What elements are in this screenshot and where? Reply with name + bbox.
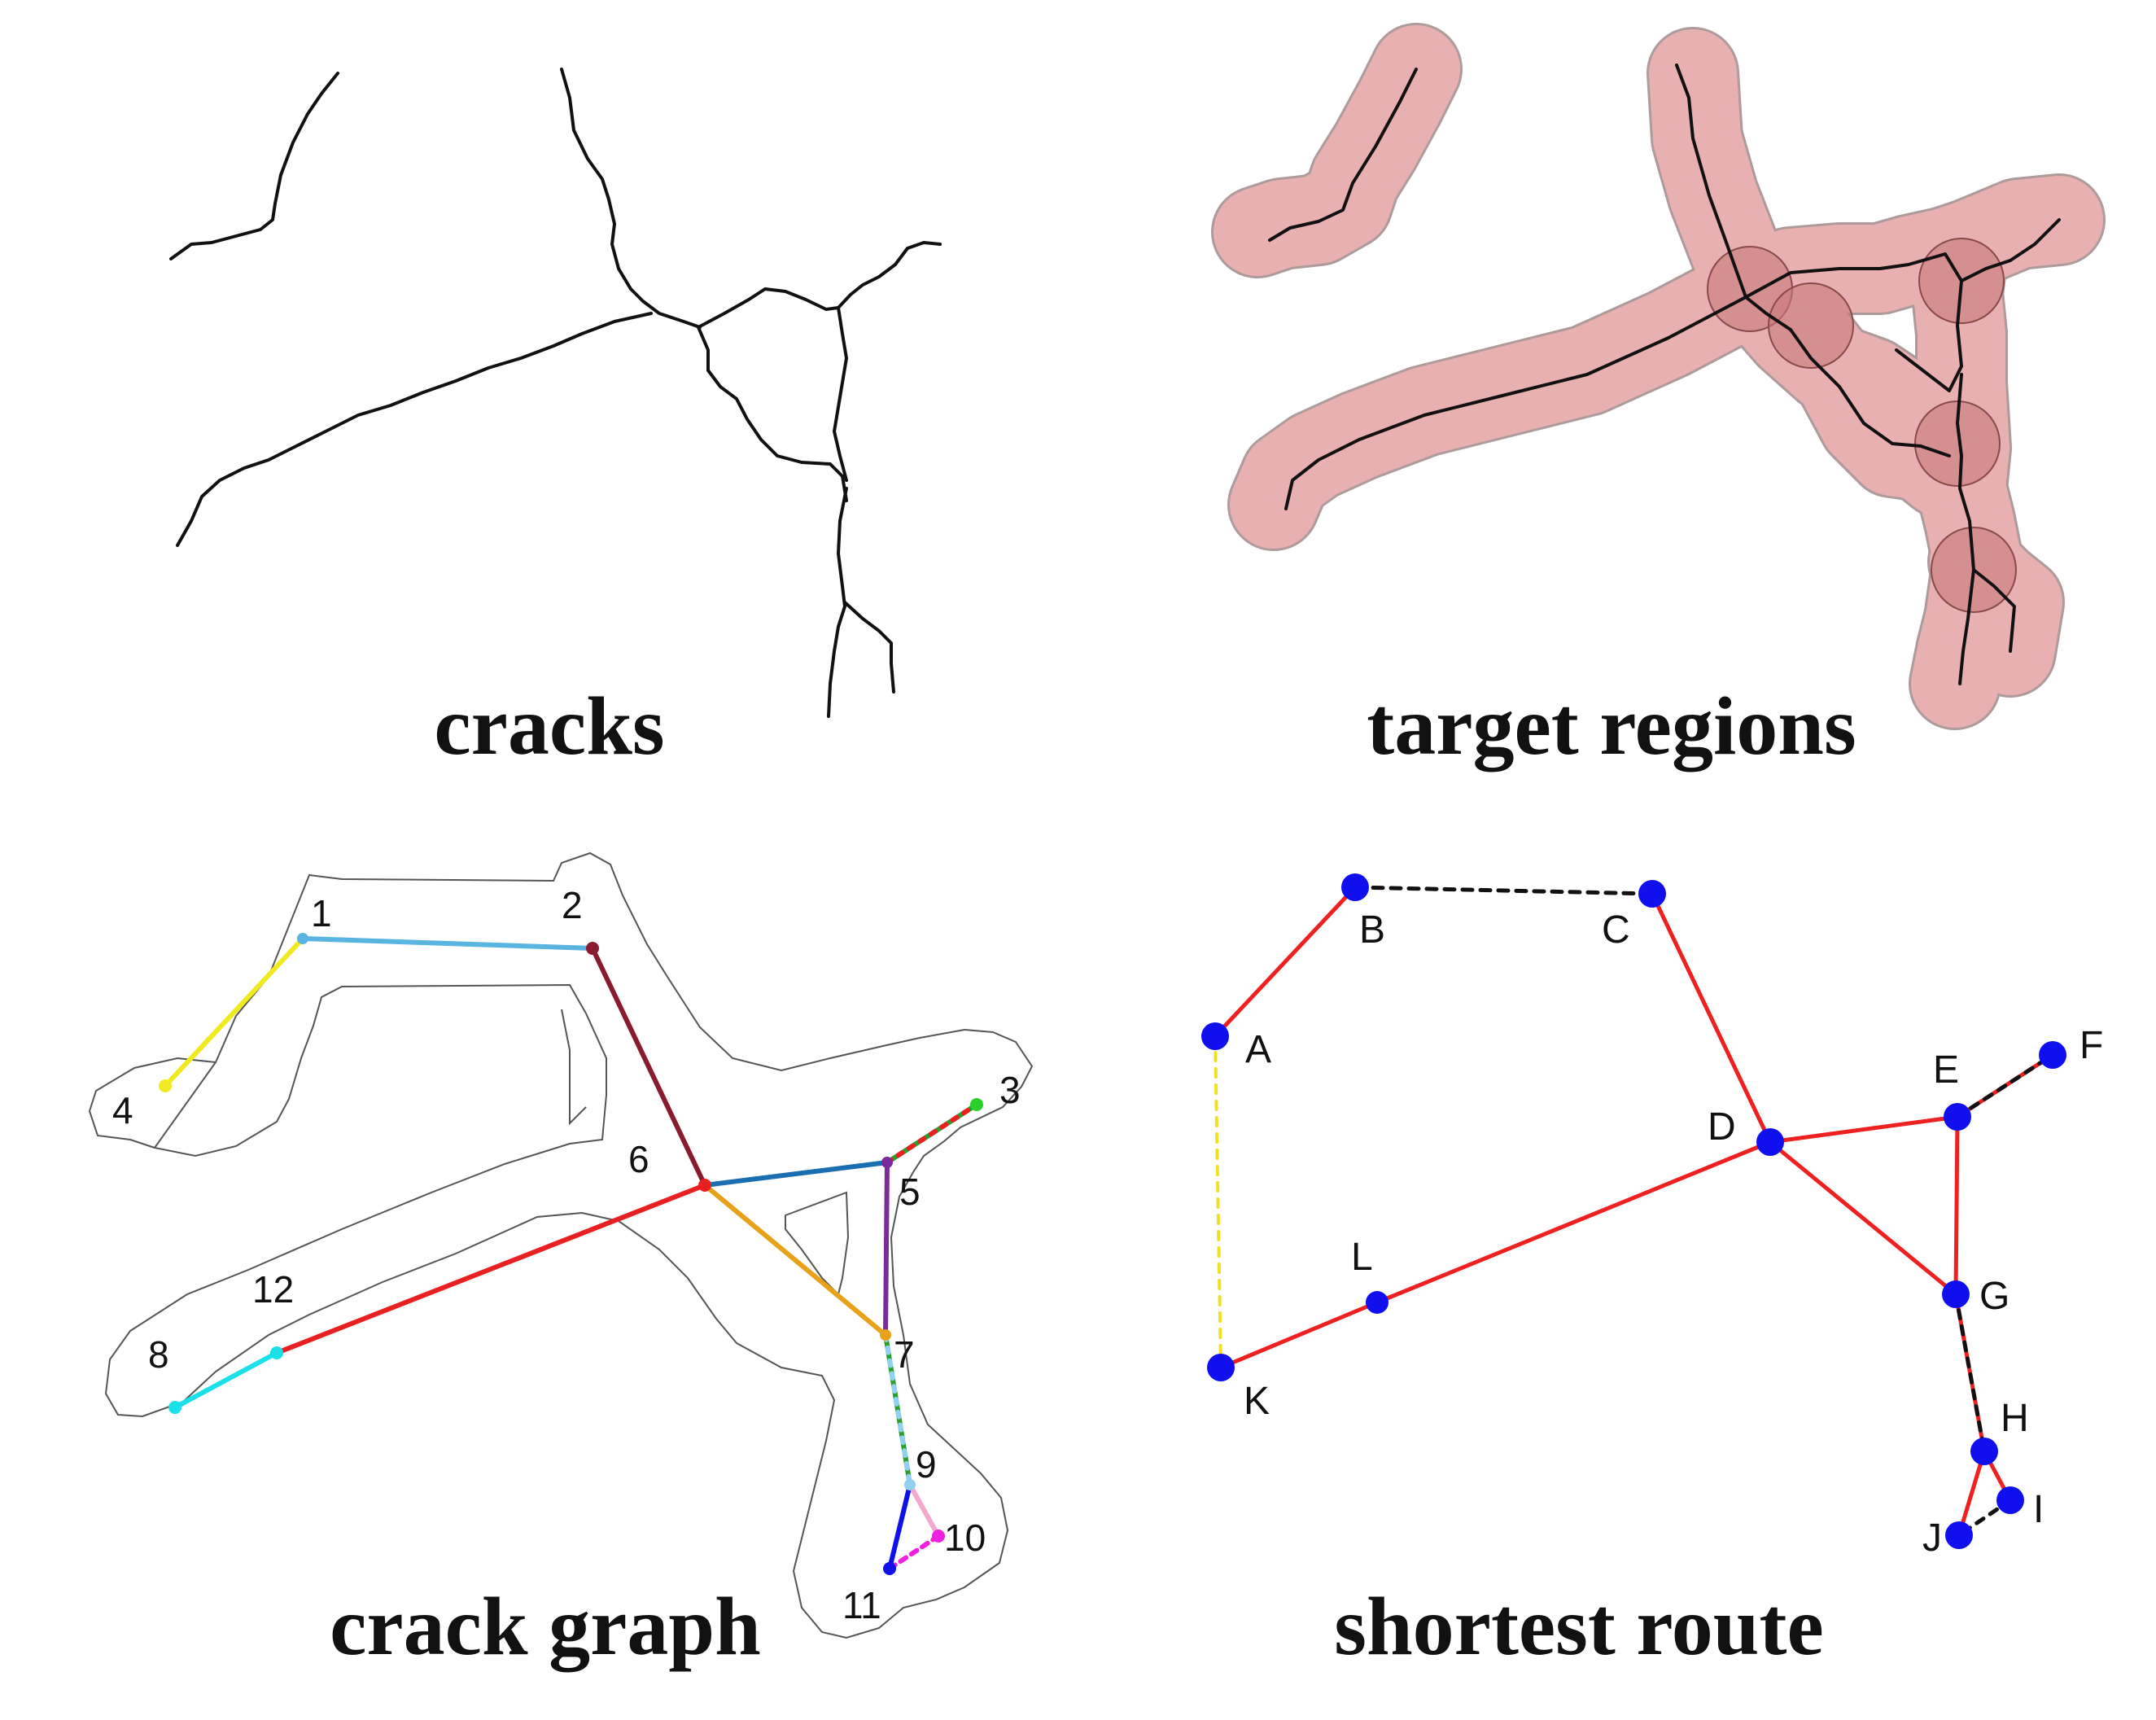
- route-node-K: [1207, 1354, 1235, 1381]
- node-4: [159, 1079, 172, 1092]
- node-1: [297, 933, 308, 944]
- node-12: [270, 1346, 283, 1359]
- node-10: [932, 1530, 945, 1543]
- route-edge-A-K: [1214, 1035, 1222, 1369]
- route-node-F: [2039, 1041, 2066, 1069]
- crack-graph-panel: 1 2 3 4 5 6 7 8 9 10 11 12: [88, 851, 1034, 1639]
- route-node-C: [1638, 880, 1666, 908]
- node-label-3: 3: [999, 1069, 1021, 1111]
- crack-line: [176, 312, 653, 547]
- edge-5-3-dash: [885, 1102, 979, 1165]
- crack-line: [560, 68, 702, 329]
- route-label-G: G: [1979, 1275, 2009, 1318]
- route-node-H: [1970, 1438, 1998, 1465]
- route-node-D: [1756, 1128, 1784, 1156]
- target-regions-panel: [1211, 23, 2106, 730]
- route-edge-L-K: [1218, 1300, 1380, 1370]
- route-edge-D-L: [1375, 1140, 1773, 1305]
- route-edge-B-C: [1353, 885, 1655, 896]
- route-node-J: [1945, 1521, 1973, 1549]
- crack-line: [827, 487, 848, 718]
- region-outline: [104, 851, 1034, 1639]
- node-label-9: 9: [916, 1443, 937, 1486]
- route-edge-H-J: [1957, 1449, 1987, 1538]
- shortest-route-caption: shortest route: [1334, 1581, 1824, 1673]
- node-7: [880, 1329, 891, 1341]
- node-label-5: 5: [899, 1171, 921, 1213]
- node-6: [698, 1179, 711, 1192]
- route-edge-D-E: [1768, 1114, 1960, 1144]
- edge-9-10: [907, 1482, 941, 1538]
- route-node-B: [1341, 873, 1369, 901]
- crack-line: [843, 601, 895, 694]
- edge-1-4: [163, 936, 305, 1088]
- shortest-route-panel: A B C D E F G H I J K L: [1201, 873, 2103, 1560]
- node-label-2: 2: [562, 884, 583, 926]
- edge-2-6: [590, 946, 707, 1188]
- node-label-7: 7: [894, 1333, 915, 1376]
- node-8: [168, 1401, 181, 1414]
- edge-6-7: [702, 1183, 888, 1337]
- node-label-12: 12: [252, 1268, 294, 1311]
- route-node-I: [1996, 1486, 2024, 1514]
- route-edge-A-B: [1213, 885, 1358, 1039]
- edge-5-7: [883, 1160, 890, 1337]
- target-regions-caption: target regions: [1367, 681, 1856, 772]
- crack-line: [833, 306, 848, 482]
- crack-line: [697, 326, 848, 502]
- node-5: [881, 1157, 893, 1168]
- route-node-L: [1366, 1291, 1388, 1314]
- cracks-panel: [169, 68, 942, 718]
- region-outline-inner: [561, 1009, 587, 1126]
- crack-graph-caption: crack graph: [330, 1581, 761, 1673]
- edge-1-2: [300, 936, 595, 951]
- route-edge-G-H-dash: [1953, 1292, 1987, 1454]
- edge-6-5: [702, 1160, 890, 1188]
- edge-9-11: [887, 1482, 912, 1571]
- node-label-1: 1: [311, 892, 332, 934]
- node-label-8: 8: [148, 1333, 169, 1376]
- node-3: [970, 1098, 983, 1111]
- route-edge-C-D: [1650, 891, 1773, 1144]
- route-edge-E-F-dash: [1955, 1053, 2055, 1119]
- edge-6-12: [274, 1183, 707, 1355]
- edge-12-8: [173, 1350, 279, 1410]
- route-label-E: E: [1933, 1048, 1959, 1092]
- node-label-10: 10: [944, 1516, 986, 1559]
- edge-7-9-dash: [883, 1333, 912, 1487]
- route-label-D: D: [1708, 1105, 1736, 1149]
- route-edge-E-G: [1953, 1114, 1960, 1297]
- route-label-J: J: [1922, 1516, 1942, 1560]
- crack-line: [169, 72, 339, 260]
- route-label-I: I: [2033, 1488, 2044, 1531]
- route-node-E: [1944, 1103, 1971, 1131]
- route-node-G: [1942, 1280, 1970, 1308]
- node-2: [586, 942, 599, 955]
- region-outline-left: [88, 1057, 216, 1149]
- route-label-K: K: [1244, 1380, 1270, 1423]
- node-label-4: 4: [112, 1089, 133, 1131]
- node-9: [904, 1479, 916, 1490]
- node-11: [883, 1562, 896, 1575]
- node-label-6: 6: [628, 1138, 649, 1180]
- route-label-L: L: [1351, 1236, 1373, 1279]
- route-label-F: F: [2079, 1024, 2103, 1067]
- edge-10-11: [887, 1534, 941, 1571]
- route-node-A: [1201, 1022, 1229, 1050]
- route-label-A: A: [1245, 1028, 1271, 1071]
- region-tubes: [1211, 23, 2106, 730]
- route-edge-D-G: [1768, 1140, 1958, 1297]
- route-label-H: H: [2001, 1397, 2029, 1440]
- route-label-B: B: [1359, 908, 1385, 952]
- route-label-C: C: [1602, 908, 1630, 952]
- node-label-11: 11: [842, 1584, 881, 1626]
- cracks-caption: cracks: [434, 681, 665, 772]
- crack-line: [697, 241, 942, 329]
